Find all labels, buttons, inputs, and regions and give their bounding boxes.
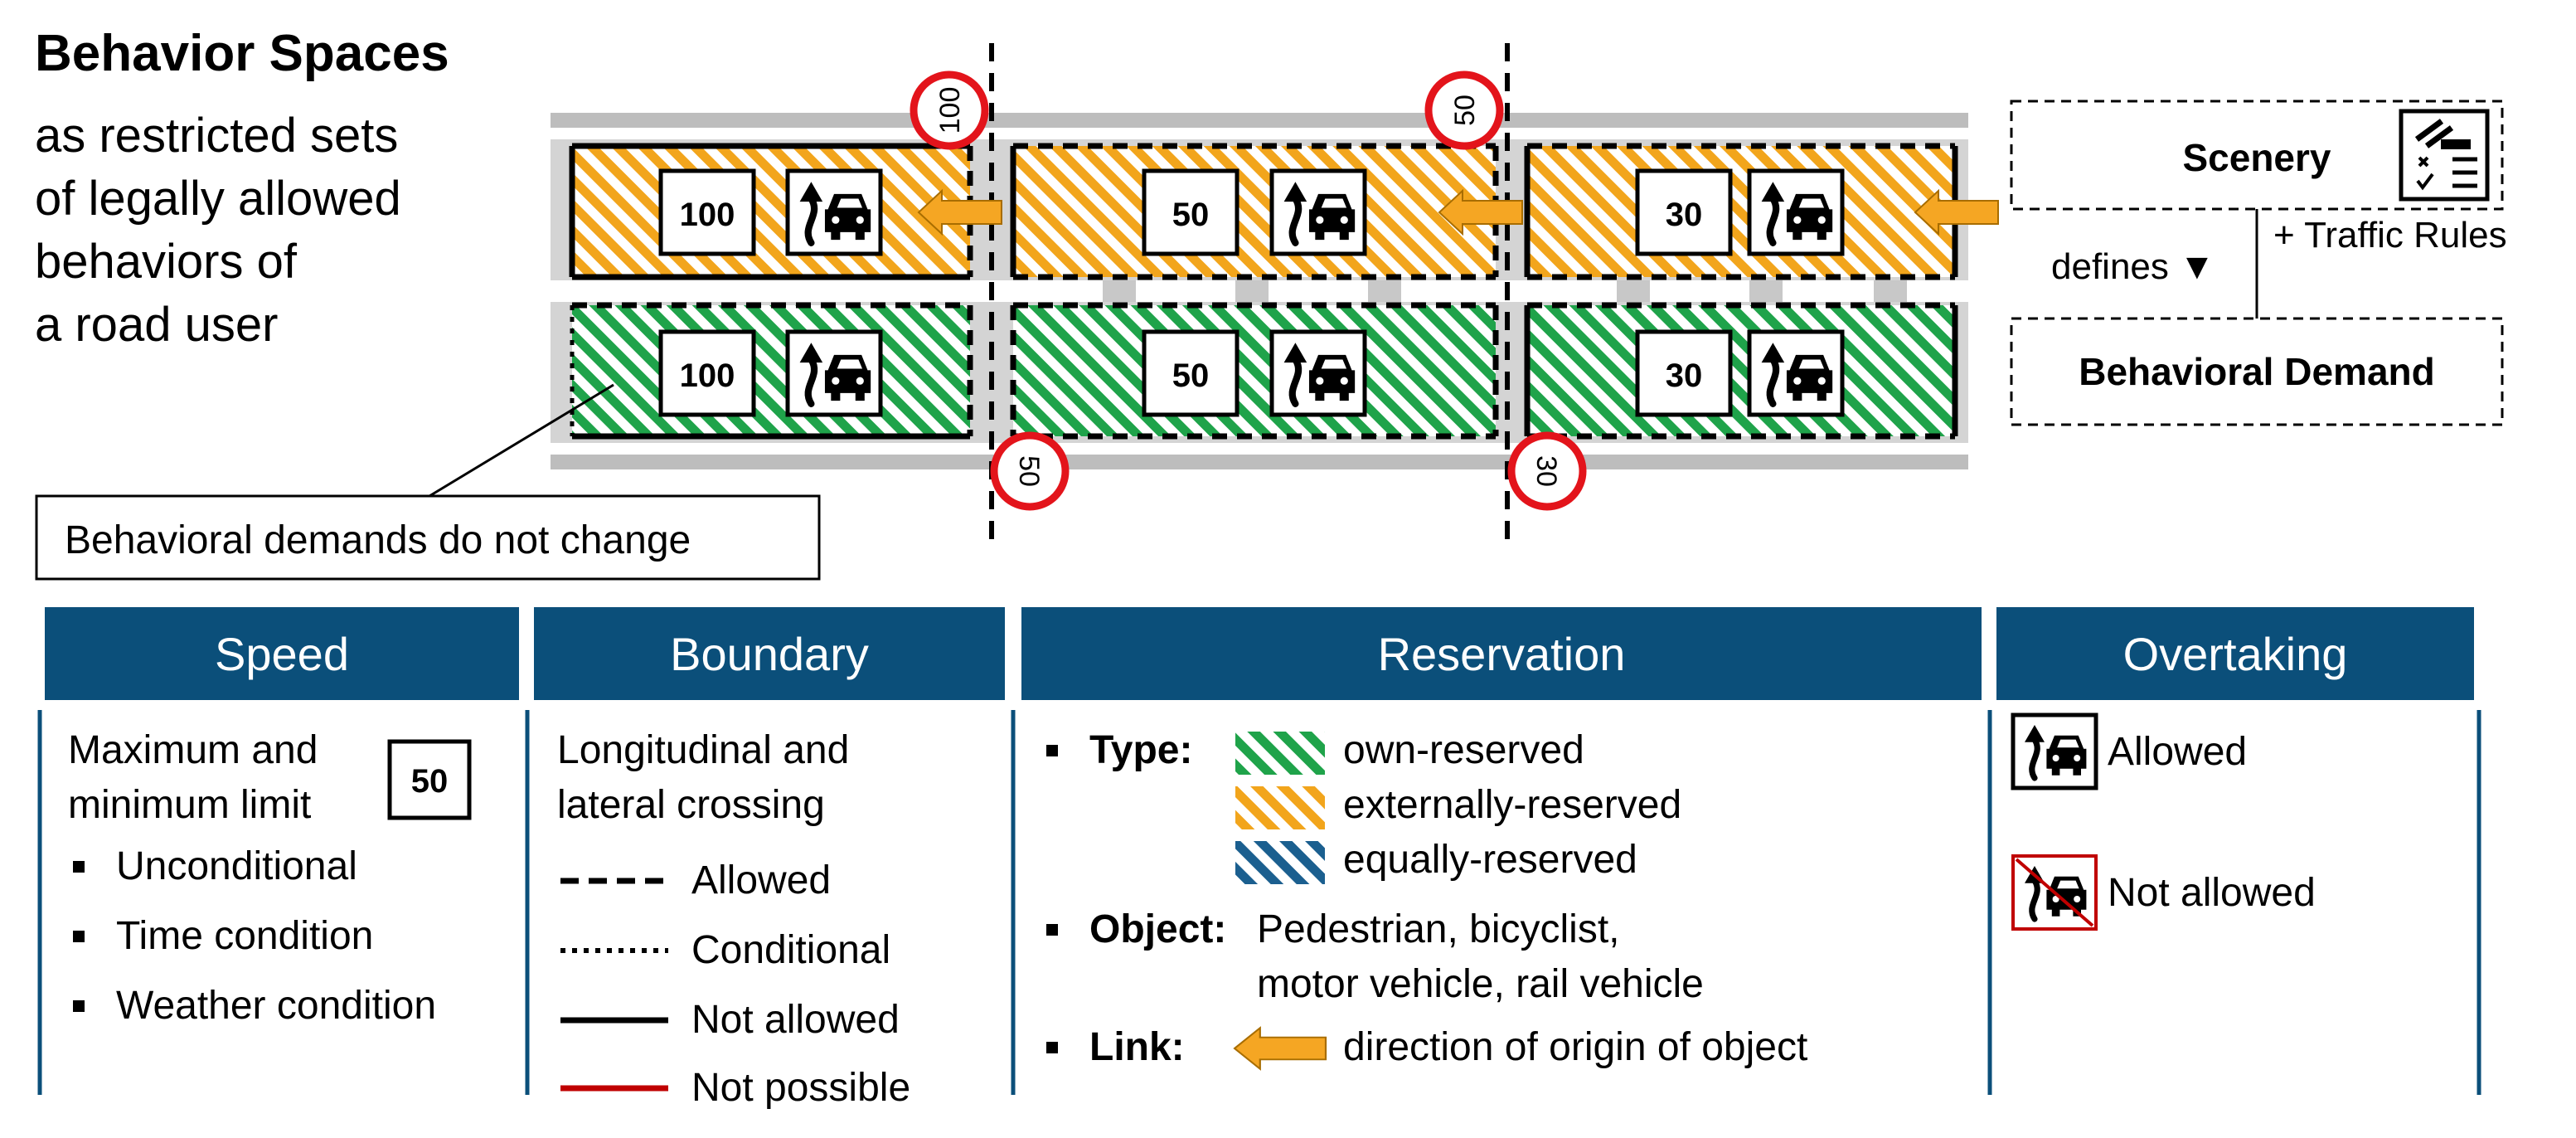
speed-line-1: Maximum and xyxy=(68,728,318,772)
lane-bottom-3 xyxy=(1527,305,1955,436)
boundary-item-3: Not allowed xyxy=(691,998,900,1042)
speed-plate-bottom-3: 30 xyxy=(1666,357,1703,394)
reservation-link-label: Link: xyxy=(1089,1025,1185,1069)
speed-line-2: minimum limit xyxy=(68,783,311,827)
swatch-own-reserved xyxy=(1235,732,1325,775)
defines-label: defines ▼ xyxy=(2051,246,2215,287)
header-boundary-label: Boundary xyxy=(670,628,869,680)
road-diagram: 100 50 30 100 50 30 100 xyxy=(551,43,1999,539)
reservation-object-line-1: Pedestrian, bicyclist, xyxy=(1257,907,1620,951)
overtaking-allowed-label: Allowed xyxy=(2108,730,2247,774)
behavioral-demand-box xyxy=(2010,317,2504,426)
speed-sign-bottom-2: 30 xyxy=(1507,431,1587,511)
boundary-item-4: Not possible xyxy=(691,1066,910,1110)
svg-text:100: 100 xyxy=(934,87,966,134)
callout-box xyxy=(35,494,821,581)
header-overtaking-label: Overtaking xyxy=(2123,628,2348,680)
link-arrow-legend-icon xyxy=(1233,1027,1327,1070)
reservation-type-external: externally-reserved xyxy=(1343,783,1681,827)
header-overtaking xyxy=(1996,607,2474,700)
swatch-externally-reserved xyxy=(1235,786,1325,829)
boundary-item-1: Allowed xyxy=(691,858,831,902)
speed-sign-top-2: 50 xyxy=(1424,71,1504,150)
lane-bottom-2 xyxy=(1013,305,1496,436)
callout-leader xyxy=(429,383,614,498)
callout-text: Behavioral demands do not change xyxy=(65,518,691,562)
speed-plate-top-1: 100 xyxy=(680,197,735,233)
header-reservation-label: Reservation xyxy=(1378,628,1626,680)
reservation-type-label: Type: xyxy=(1089,728,1192,772)
header-speed-label: Speed xyxy=(215,628,349,680)
speed-sign-plate-value: 50 xyxy=(411,763,449,800)
reservation-object-label: Object: xyxy=(1089,907,1226,951)
speed-plate-top-2: 50 xyxy=(1172,197,1210,233)
behavioral-demand-label: Behavioral Demand xyxy=(2079,350,2434,393)
reservation-type-own: own-reserved xyxy=(1343,728,1584,772)
scenery-diagram: Scenery defines ▼ + Traffic Rules Behavi… xyxy=(2010,100,2507,426)
boundary-line-1: Longitudinal and xyxy=(557,728,849,772)
svg-text:50: 50 xyxy=(1449,95,1481,126)
header-speed xyxy=(45,607,519,700)
speed-sign-plate xyxy=(387,739,472,820)
boundary-item-2: Conditional xyxy=(691,928,890,972)
speed-sign-top-1: 100 xyxy=(910,71,989,150)
column-borders xyxy=(37,710,2481,1095)
svg-text:50: 50 xyxy=(1013,455,1045,487)
speed-sign-bottom-1: 50 xyxy=(990,431,1070,511)
header-boundary xyxy=(534,607,1005,700)
subtitle-line-3: behaviors of xyxy=(35,235,298,289)
lane-top-1 xyxy=(572,146,970,277)
page-title: Behavior Spaces xyxy=(35,25,449,82)
reservation-object-line-2: motor vehicle, rail vehicle xyxy=(1257,962,1704,1006)
speed-item-1: Unconditional xyxy=(116,844,357,888)
scenery-label: Scenery xyxy=(2182,136,2331,179)
speed-item-2: Time condition xyxy=(116,914,373,958)
speed-plate-bottom-2: 50 xyxy=(1172,357,1210,394)
subtitle-line-1: as restricted sets xyxy=(35,109,398,163)
lane-bottom-1 xyxy=(572,305,970,436)
overtaking-not-allowed-label: Not allowed xyxy=(2108,871,2316,915)
swatch-equally-reserved xyxy=(1235,841,1325,884)
subtitle-line-2: of legally allowed xyxy=(35,172,401,226)
lane-top-3 xyxy=(1527,146,1955,277)
boundary-line-2: lateral crossing xyxy=(557,783,825,827)
lane-top-2 xyxy=(1013,146,1496,277)
speed-item-3: Weather condition xyxy=(116,984,436,1028)
reservation-link-text: direction of origin of object xyxy=(1343,1025,1807,1069)
header-reservation xyxy=(1021,607,1982,700)
reservation-type-equal: equally-reserved xyxy=(1343,838,1637,882)
speed-plate-bottom-1: 100 xyxy=(680,357,735,394)
traffic-rules-label: + Traffic Rules xyxy=(2273,215,2507,255)
svg-text:30: 30 xyxy=(1531,455,1562,487)
traffic-rules-document-icon xyxy=(2399,109,2490,202)
speed-plate-top-3: 30 xyxy=(1666,197,1703,233)
subtitle-line-4: a road user xyxy=(35,298,278,352)
